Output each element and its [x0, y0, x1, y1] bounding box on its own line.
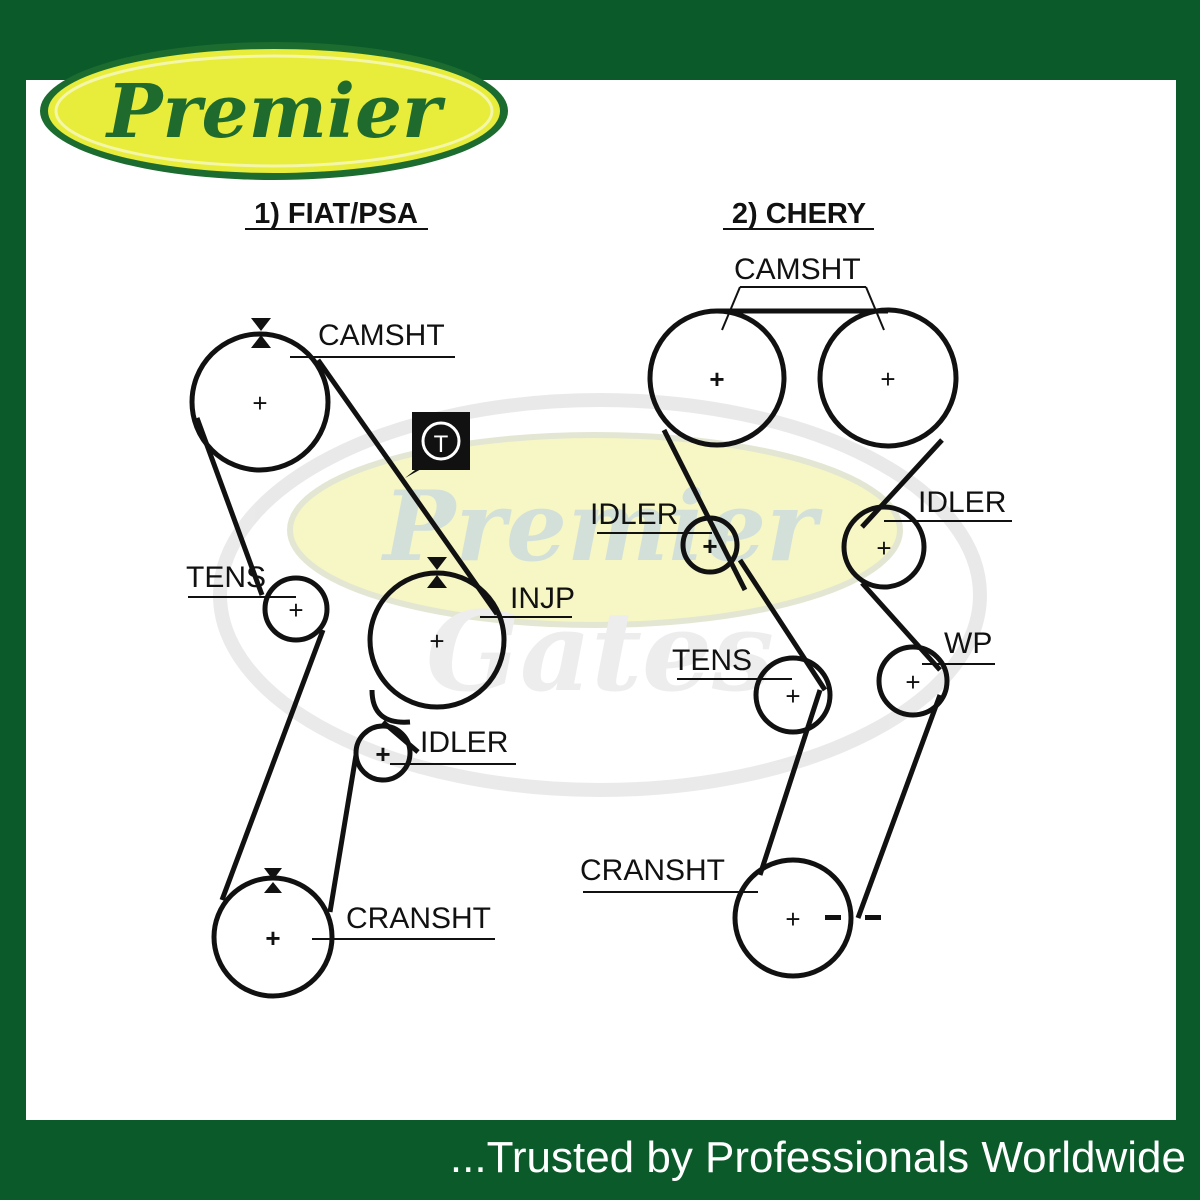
tool-marker: T — [405, 412, 470, 478]
idler-pulley-2-left — [680, 515, 740, 575]
svg-text:+: + — [265, 923, 280, 953]
label-idler-1: IDLER — [420, 726, 508, 759]
svg-text:+: + — [702, 531, 717, 561]
tensioner-pulley-2 — [753, 655, 833, 735]
label-idler-2-left: IDLER — [590, 498, 678, 531]
tensioner-pulley-1 — [262, 575, 330, 643]
svg-text:+: + — [252, 388, 267, 418]
plus-marks-2: + + + + + + + — [702, 364, 920, 934]
camshaft-pulley-2a — [647, 308, 787, 448]
premier-logo: Premier — [40, 42, 508, 180]
timing-marks-1 — [251, 318, 447, 893]
label-tensioner-1: TENS — [186, 561, 266, 594]
camshaft-pulley-2b — [817, 307, 959, 449]
svg-text:+: + — [905, 667, 920, 697]
svg-text:+: + — [785, 681, 800, 711]
svg-text:+: + — [375, 739, 390, 769]
diagram-fiat-psa — [189, 331, 507, 999]
tool-marker-label: T — [434, 431, 449, 458]
footer-tagline: ...Trusted by Professionals Worldwide — [449, 1133, 1186, 1182]
idler-pulley-2-right — [841, 504, 927, 590]
plus-marks-1: + + + + + — [252, 388, 444, 953]
title-fiat-psa: 1) FIAT/PSA — [254, 198, 418, 230]
label-water-pump: WP — [944, 627, 992, 660]
svg-text:+: + — [709, 364, 724, 394]
svg-text:+: + — [785, 904, 800, 934]
camshaft-pulley-1 — [189, 331, 331, 473]
label-idler-2-right: IDLER — [918, 486, 1006, 519]
leader-lines-2 — [583, 228, 1012, 893]
svg-text:+: + — [288, 595, 303, 625]
logo-text: Premier — [105, 69, 446, 155]
leader-lines-1 — [188, 228, 572, 940]
svg-text:+: + — [880, 364, 895, 394]
water-pump-pulley — [876, 644, 950, 718]
watermark-sub-text: Gates — [426, 587, 774, 716]
svg-text:+: + — [876, 533, 891, 563]
svg-text:+: + — [429, 626, 444, 656]
label-camshaft-1: CAMSHT — [318, 319, 445, 352]
crankshaft-pulley-2 — [732, 857, 854, 979]
premier-gates-watermark: Premier Gates — [213, 393, 987, 797]
label-crankshaft-1: CRANSHT — [346, 902, 491, 935]
title-chery: 2) CHERY — [732, 198, 866, 230]
diagram-chery — [647, 307, 959, 979]
label-crankshaft-2: CRANSHT — [580, 854, 725, 887]
label-injection-pump: INJP — [510, 582, 575, 615]
label-camshaft-2: CAMSHT — [734, 253, 861, 286]
crank-timing-marks-2 — [825, 915, 881, 920]
injection-pump-pulley — [367, 570, 507, 710]
watermark-text: Premier — [380, 470, 823, 583]
label-tensioner-2: TENS — [672, 644, 752, 677]
idler-pulley-1 — [353, 723, 413, 783]
